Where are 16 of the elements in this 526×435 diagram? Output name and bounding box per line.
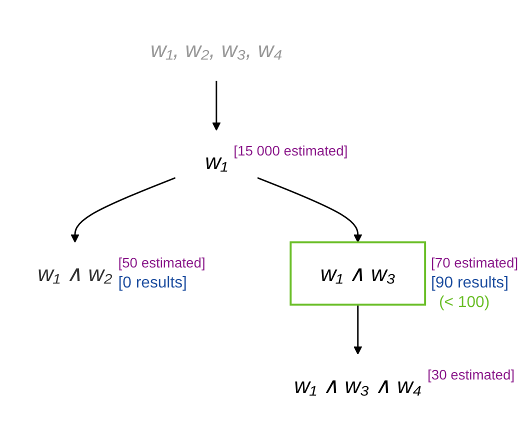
node-text: w₁ ∧ w₂ xyxy=(38,261,112,286)
node-note: [50 estimated] xyxy=(118,254,206,271)
arrow xyxy=(212,80,221,131)
node-note: [0 results] xyxy=(118,274,187,292)
node-note: [15 000 estimated] xyxy=(234,142,348,159)
arrow xyxy=(354,304,362,355)
node-text: w₁ xyxy=(205,149,228,174)
node-text: w₁ ∧ w₃ ∧ w₄ xyxy=(294,373,422,398)
arrow xyxy=(257,177,362,243)
node-note: [70 estimated] xyxy=(431,254,518,271)
node-note: [30 estimated] xyxy=(428,366,515,382)
node-text: w₁, w₂, w₃, w₄ xyxy=(150,37,282,62)
node-box: w₁ ∧ w₃ xyxy=(290,241,426,306)
node-note: [90 results] xyxy=(431,274,509,292)
node-note: (< 100) xyxy=(438,294,490,312)
arrow xyxy=(70,177,176,243)
